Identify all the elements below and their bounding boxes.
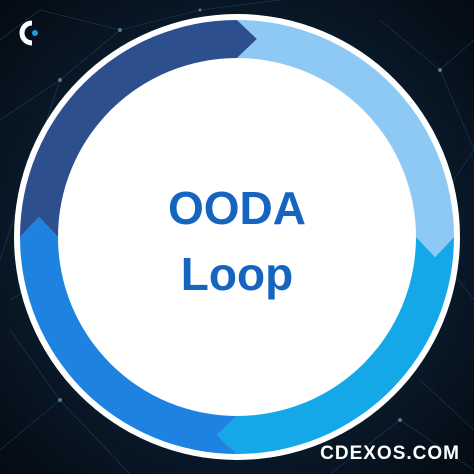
segment-observe bbox=[237, 20, 454, 257]
segment-act bbox=[20, 20, 257, 237]
cdexos-logo-icon bbox=[19, 20, 38, 46]
segment-orient bbox=[217, 237, 454, 454]
brand-website-text: CDEXOS.COM bbox=[320, 443, 460, 464]
center-title-line1: OODA bbox=[168, 182, 306, 234]
segment-decide bbox=[20, 217, 237, 454]
center-title-line2: Loop bbox=[181, 248, 293, 300]
center-circle bbox=[97, 97, 377, 377]
